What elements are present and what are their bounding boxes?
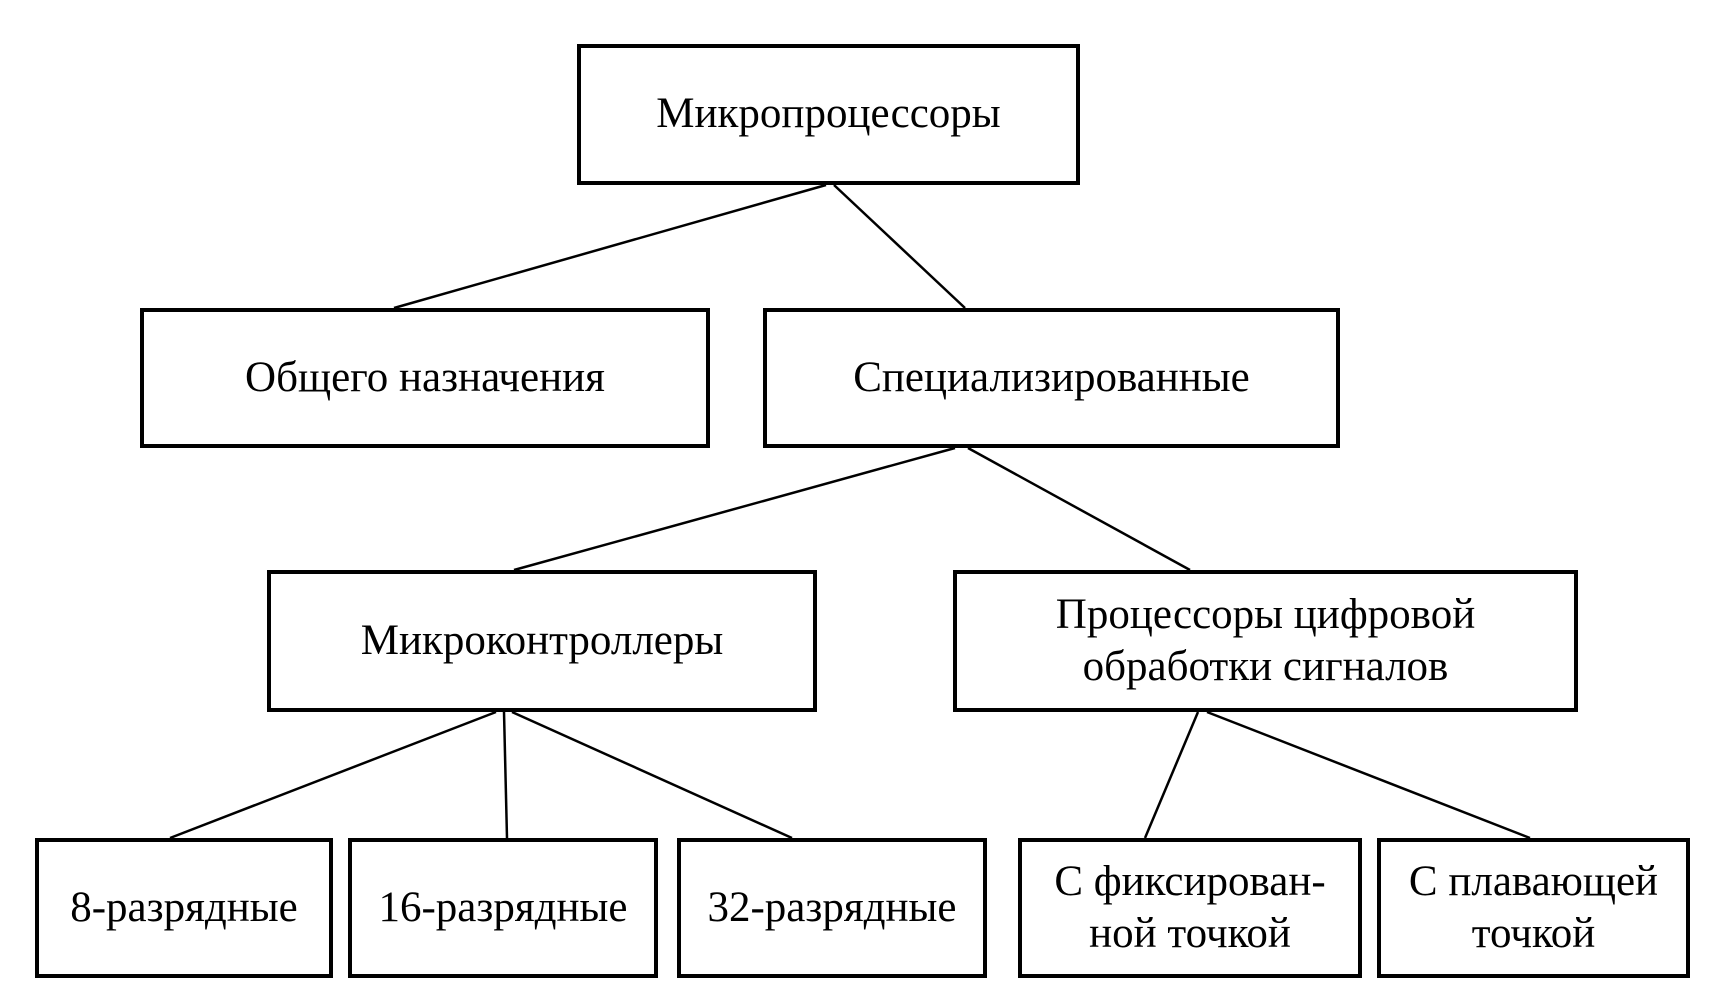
node-8bit-label: 8-разрядные — [70, 883, 298, 931]
node-microprocessors: Микропроцессоры — [577, 44, 1080, 185]
edge-mcu-bit16 — [502, 711, 509, 839]
node-16bit: 16-разрядные — [348, 838, 658, 978]
node-digital-signal-processors-label: Процессоры цифровой обработки сигналов — [1055, 590, 1476, 690]
node-microcontrollers: Микроконтроллеры — [267, 570, 817, 712]
edge-mcu-bit8 — [169, 710, 497, 840]
node-32bit-label: 32-разрядные — [707, 883, 957, 931]
edge-mcu-bit32 — [511, 710, 793, 840]
node-fixed-point: С фиксирован- ной точкой — [1018, 838, 1362, 978]
edge-dsp-float — [1206, 710, 1531, 840]
edge-specialized-dsp — [967, 446, 1191, 572]
edge-dsp-fixed — [1143, 711, 1200, 839]
node-32bit: 32-разрядные — [677, 838, 987, 978]
node-specialized-label: Специализированные — [853, 353, 1250, 401]
node-8bit: 8-разрядные — [35, 838, 333, 978]
node-microcontrollers-label: Микроконтроллеры — [360, 616, 724, 664]
edge-specialized-mcu — [513, 446, 956, 572]
node-microprocessors-label: Микропроцессоры — [656, 90, 1001, 138]
node-floating-point: С плавающей точкой — [1377, 838, 1690, 978]
node-general-purpose: Общего назначения — [140, 308, 710, 448]
node-digital-signal-processors: Процессоры цифровой обработки сигналов — [953, 570, 1578, 712]
node-general-purpose-label: Общего назначения — [245, 353, 605, 401]
node-specialized: Специализированные — [763, 308, 1340, 448]
node-16bit-label: 16-разрядные — [378, 883, 628, 931]
edge-root-general — [393, 183, 827, 310]
node-fixed-point-label: С фиксирован- ной точкой — [1054, 857, 1326, 957]
edge-root-specialized — [833, 184, 966, 309]
node-floating-point-label: С плавающей точкой — [1408, 857, 1659, 957]
